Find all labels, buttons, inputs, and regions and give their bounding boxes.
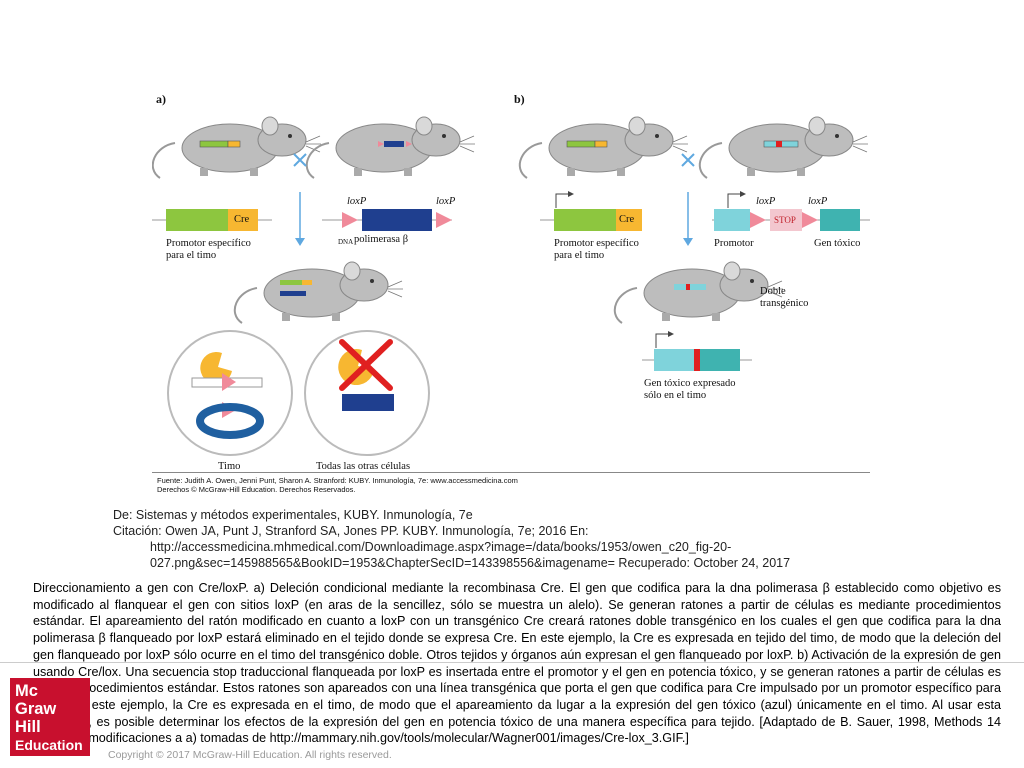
- label-stop: STOP: [774, 215, 796, 225]
- mouse-loxp: [305, 116, 476, 179]
- mouse-offspring-a: [233, 261, 404, 324]
- panel-a-label: a): [156, 92, 166, 106]
- citation-line-4[interactable]: 027.png&sec=145988565&BookID=1953&Chapte…: [150, 556, 791, 570]
- panel-b-label: b): [514, 92, 525, 106]
- label-promotor-timo-b-2: para el timo: [554, 250, 605, 261]
- label-promotor-timo-1: Promotor específico: [166, 238, 251, 249]
- logo-text-2: Graw: [15, 700, 57, 718]
- citation-line-3[interactable]: http://accessmedicina.mhmedical.com/Down…: [150, 540, 732, 554]
- label-toxico-expr-1: Gen tóxico expresado: [644, 378, 736, 389]
- arrow-down-icon: [295, 192, 305, 246]
- figure-artwork: [152, 116, 870, 456]
- figure-source-line-1: Fuente: Judith A. Owen, Jenni Punt, Shar…: [157, 476, 518, 485]
- figure-panel: a) b) Cre loxP loxP DNA polimerasa β Pro…: [152, 88, 870, 496]
- citation-line-1: De: Sistemas y métodos experimentales, K…: [113, 508, 473, 522]
- label-loxp-b2: loxP: [808, 196, 828, 207]
- figure-source: Fuente: Judith A. Owen, Jenni Punt, Shar…: [157, 476, 518, 494]
- logo-text-1: Mc: [15, 682, 38, 700]
- figure-divider: [152, 472, 870, 473]
- label-timo: Timo: [218, 461, 241, 472]
- circle-timo: [167, 330, 293, 456]
- footer-divider: [0, 662, 1024, 663]
- label-gen-toxico: Gen tóxico: [814, 238, 861, 249]
- construct-b-toxic: [642, 331, 752, 371]
- construct-b-stop: [712, 191, 870, 231]
- label-loxp-2: loxP: [436, 196, 456, 207]
- label-doble-1: Doble: [760, 286, 786, 297]
- label-cre: Cre: [234, 214, 250, 225]
- construct-loxp: [322, 209, 452, 231]
- label-otras: Todas las otras células: [316, 461, 411, 472]
- figure-caption: Direccionamiento a gen con Cre/loxP. a) …: [33, 581, 1001, 746]
- copyright-notice: Copyright © 2017 McGraw-Hill Education. …: [108, 749, 392, 761]
- circle-otras: [304, 330, 430, 456]
- cross-icon: [293, 153, 307, 167]
- mcgraw-hill-logo: Mc Graw Hill Education: [10, 678, 90, 756]
- label-loxp-b1: loxP: [756, 196, 776, 207]
- label-toxico-expr-2: sólo en el timo: [644, 390, 707, 401]
- arrow-down-icon-b: [683, 192, 693, 246]
- logo-text-4: Education: [15, 737, 83, 753]
- citation-line-2: Citación: Owen JA, Punt J, Stranford SA,…: [113, 524, 589, 538]
- mouse-offspring-b: [613, 261, 784, 324]
- label-promotor: Promotor: [714, 238, 754, 249]
- logo-text-3: Hill: [15, 718, 41, 736]
- label-promotor-timo-2: para el timo: [166, 250, 217, 261]
- label-cre-b: Cre: [619, 214, 635, 225]
- figure-source-line-2: Derechos © McGraw-Hill Education. Derech…: [157, 485, 356, 494]
- construct-cre: [152, 209, 272, 231]
- mouse-cre: [152, 116, 322, 179]
- label-loxp-1: loxP: [347, 196, 367, 207]
- cross-icon-b: [681, 153, 695, 167]
- label-promotor-timo-b-1: Promotor específico: [554, 238, 639, 249]
- label-dna-pol: polimerasa β: [354, 234, 409, 245]
- label-doble-2: transgénico: [760, 298, 809, 309]
- label-dna-prefix: DNA: [338, 238, 354, 246]
- mouse-b2: [698, 116, 869, 179]
- mouse-b1: [518, 116, 689, 179]
- construct-b-cre: [540, 191, 642, 231]
